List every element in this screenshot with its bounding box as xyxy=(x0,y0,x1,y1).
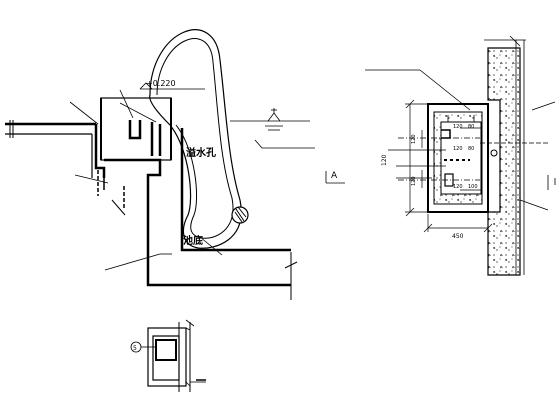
dim-right-1: 120 xyxy=(453,184,463,190)
overflow-hole-label: 溢水孔 xyxy=(186,146,216,159)
dimension-texts: 120 80 120 80 120 100 450 120 120 120 xyxy=(381,124,478,240)
dim-top-1: 120 xyxy=(453,124,463,130)
pool-bottom-label: 池底 xyxy=(183,234,203,247)
leader-lines xyxy=(69,89,315,271)
center-lines xyxy=(398,137,548,181)
dim-bottom: 450 xyxy=(452,233,464,240)
left-section-detail: +0.220 xyxy=(5,29,315,300)
small-section-detail: 5 xyxy=(130,319,206,392)
planter-section xyxy=(427,103,498,213)
ground-slab xyxy=(5,120,96,138)
drain-pipe xyxy=(97,170,126,216)
elevation-marker: +0.220 xyxy=(139,79,205,90)
dimension-lines xyxy=(405,99,493,233)
section-marker: A xyxy=(325,171,345,184)
dim-mid-2: 80 xyxy=(468,146,474,152)
concrete-wall xyxy=(484,35,526,276)
right-leader-lines xyxy=(365,69,556,211)
rock-outline xyxy=(149,29,249,249)
section-marker-label: A xyxy=(331,171,338,181)
small-detail-ref-label: 5 xyxy=(133,345,137,352)
water-level-marker xyxy=(230,108,310,131)
dim-right-2: 100 xyxy=(468,184,478,190)
pool-wall xyxy=(91,124,298,300)
dim-side: 120 xyxy=(381,154,388,166)
right-section-detail: 120 80 120 80 120 100 450 120 120 120 xyxy=(365,35,556,276)
dim-left-1: 120 xyxy=(411,134,417,144)
dim-mid-1: 120 xyxy=(453,146,463,152)
elevation-label: +0.220 xyxy=(146,79,176,88)
drain-cups xyxy=(128,120,162,156)
dim-top-2: 80 xyxy=(468,124,474,130)
dim-left-2: 120 xyxy=(411,176,417,186)
